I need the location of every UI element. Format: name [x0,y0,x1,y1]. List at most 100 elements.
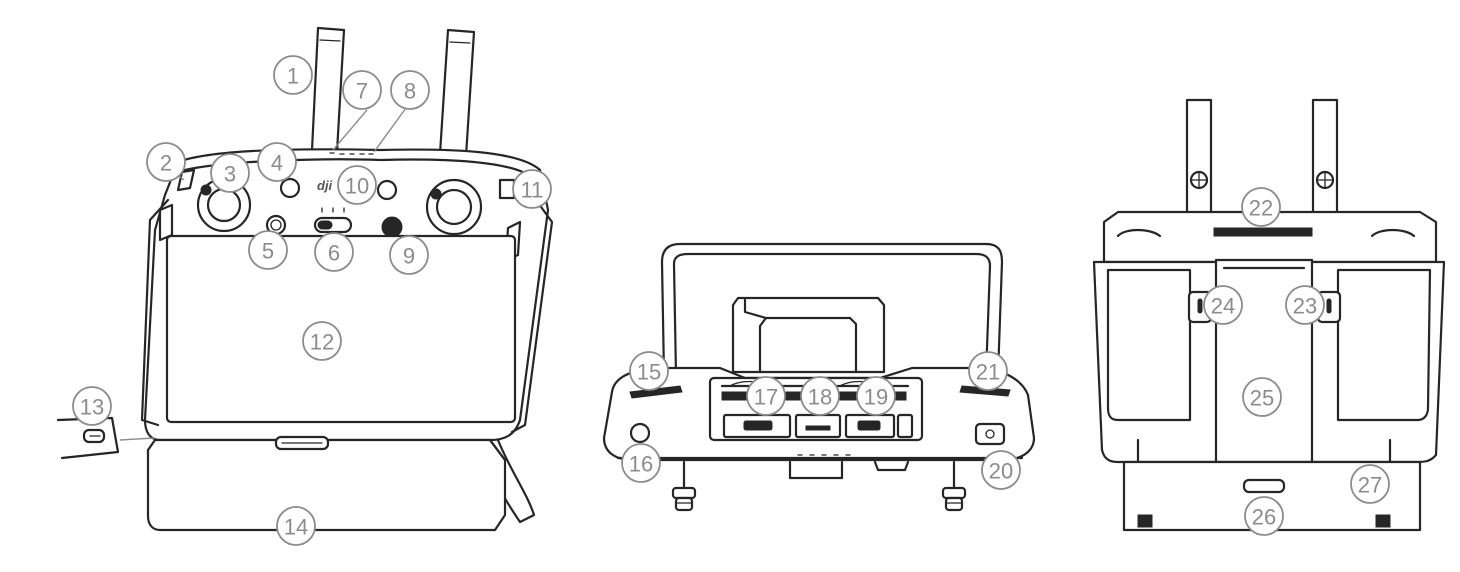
callout-15: 15 [629,351,669,391]
callout-label: 9 [403,244,415,269]
right-foot [941,460,967,512]
callout-label: 14 [284,515,308,540]
callout-21: 21 [968,351,1008,391]
callout-circle [968,351,1008,391]
power-button [376,179,398,201]
callout-label: 7 [356,79,368,104]
callout-22: 22 [1241,187,1281,227]
record-button [629,422,651,444]
callout-circle [1241,187,1281,227]
callout-5: 5 [248,230,288,270]
callout-label: 25 [1250,386,1274,411]
callout-12: 12 [302,321,342,361]
callout-label: 21 [976,360,1000,385]
front-right-grip [510,198,554,434]
callout-9: 9 [389,235,429,275]
return-to-home-button [279,177,301,199]
right-stick [425,178,483,236]
callout-circle [257,142,297,182]
callout-label: 26 [1252,505,1276,530]
callout-circle [1244,496,1284,536]
callout-circle [248,230,288,270]
callout-label: 16 [629,452,653,477]
callout-27: 27 [1350,464,1390,504]
callout-circle [1203,285,1243,325]
callout-label: 17 [754,385,778,410]
callout-label: 11 [521,178,544,203]
callout-circle [337,165,377,205]
callout-18: 18 [800,376,840,416]
callout-circle [1242,377,1282,417]
callout-circle [302,321,342,361]
callout-circle [1285,285,1325,325]
shutter-button [974,422,1006,446]
callout-label: 15 [637,360,661,385]
callout-circle [981,450,1021,490]
callout-circle [389,235,429,275]
brand-mark: dji [317,178,333,193]
callout-circle [72,386,112,426]
back-battery [1122,460,1422,532]
antenna-right [438,28,476,158]
callout-label: 1 [287,64,299,89]
callout-circle [621,443,661,483]
callout-label: 22 [1249,196,1273,221]
callout-circle [273,55,313,95]
callout-13: 13 [72,386,112,426]
callout-label: 13 [80,395,104,420]
callout-circle [800,376,840,416]
callout-26: 26 [1244,496,1284,536]
callout-23: 23 [1285,285,1325,325]
callout-label: 12 [310,330,334,355]
battery-release [1242,478,1286,494]
callout-label: 5 [262,239,274,264]
callout-19: 19 [856,376,896,416]
left-foot [671,460,697,512]
callout-circle [746,376,786,416]
callout-25: 25 [1242,377,1282,417]
callout-label: 20 [989,459,1013,484]
callout-circle [276,506,316,546]
callout-label: 23 [1293,294,1317,319]
callout-circle [342,70,382,110]
callout-3: 3 [210,153,250,193]
front-view: dji [56,26,554,532]
callout-17: 17 [746,376,786,416]
callout-1: 1 [273,55,313,95]
callout-6: 6 [314,232,354,272]
callout-circle [146,142,186,182]
five-direction-button [381,216,403,238]
callout-16: 16 [621,443,661,483]
callout-14: 14 [276,506,316,546]
callout-4: 4 [257,142,297,182]
bottom-handle [731,296,886,374]
callout-label: 3 [224,162,236,187]
callout-label: 24 [1211,294,1235,319]
callout-8: 8 [390,70,430,110]
left-dial [629,385,683,399]
callout-label: 4 [271,151,283,176]
callout-24: 24 [1203,285,1243,325]
usb-c-port-detail [56,416,156,460]
callout-7: 7 [342,70,382,110]
callout-circle [314,232,354,272]
air-intake [1213,227,1313,237]
external-battery [146,435,507,532]
callout-10: 10 [337,165,377,205]
callout-20: 20 [981,450,1021,490]
back-view [1092,98,1446,532]
left-stick [196,177,252,233]
status-led [329,152,374,155]
callout-2: 2 [146,142,186,182]
callout-label: 27 [1358,473,1382,498]
callout-circle [512,169,552,209]
callout-label: 2 [160,151,172,176]
antenna-left [310,26,346,154]
callout-circle [210,153,250,193]
callout-circle [629,351,669,391]
callout-label: 10 [345,174,369,199]
callout-circle [390,70,430,110]
